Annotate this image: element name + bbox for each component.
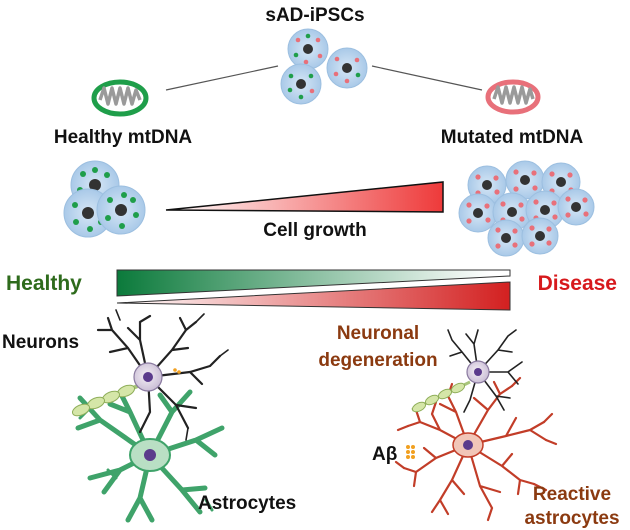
ipsc-cell <box>326 47 368 89</box>
ipsc-cell <box>287 28 329 70</box>
abeta-label: Aβ <box>372 444 397 465</box>
healthy-mtdna-label: Healthy mtDNA <box>54 127 193 148</box>
mutated-cell <box>557 188 595 226</box>
neuronal-degeneration-label-line2: degeneration <box>318 350 437 371</box>
mutated-cell-cluster <box>458 160 595 257</box>
degenerating-neuron-soma <box>466 360 490 384</box>
ipsc-cell <box>280 63 322 105</box>
reactive-astrocytes-label-line2: astrocytes <box>524 508 619 529</box>
reactive-astrocytes-label-line1: Reactive <box>533 484 611 505</box>
healthy-mitochondrion-icon <box>91 79 149 117</box>
healthy-cell <box>96 185 146 235</box>
mutated-cell <box>521 217 559 255</box>
neuronal-degeneration-label-line1: Neuronal <box>337 323 419 344</box>
ipsc-cluster <box>280 28 368 105</box>
connector-line-right <box>371 65 483 91</box>
abeta-aggregate-icon <box>406 445 415 459</box>
healthy-gradient-wedge <box>116 269 511 297</box>
connector-line-left <box>165 65 279 91</box>
cell-growth-wedge <box>165 181 444 213</box>
mutated-cell <box>505 160 545 200</box>
mutated-cell <box>458 193 498 233</box>
healthy-astrocyte-icon <box>75 389 225 523</box>
mutated-cell <box>487 219 525 257</box>
reactive-astrocyte-soma <box>452 432 484 458</box>
disease-label: Disease <box>538 272 617 295</box>
healthy-cell-cluster <box>63 160 146 238</box>
healthy-astrocyte-soma <box>129 438 171 472</box>
title-label: sAD-iPSCs <box>265 5 364 26</box>
cell-growth-label: Cell growth <box>263 220 366 241</box>
healthy-neuron-icon <box>96 309 229 441</box>
healthy-neuron-soma <box>133 362 181 392</box>
disease-gradient-wedge <box>116 281 511 311</box>
mutated-mitochondrion-icon <box>485 79 541 115</box>
mutated-mtdna-label: Mutated mtDNA <box>441 127 584 148</box>
neurons-label: Neurons <box>2 332 79 353</box>
degenerating-myelinated-axon <box>411 380 471 413</box>
healthy-myelinated-axon <box>71 383 141 417</box>
astrocytes-label: Astrocytes <box>198 493 296 514</box>
healthy-label: Healthy <box>6 272 82 295</box>
